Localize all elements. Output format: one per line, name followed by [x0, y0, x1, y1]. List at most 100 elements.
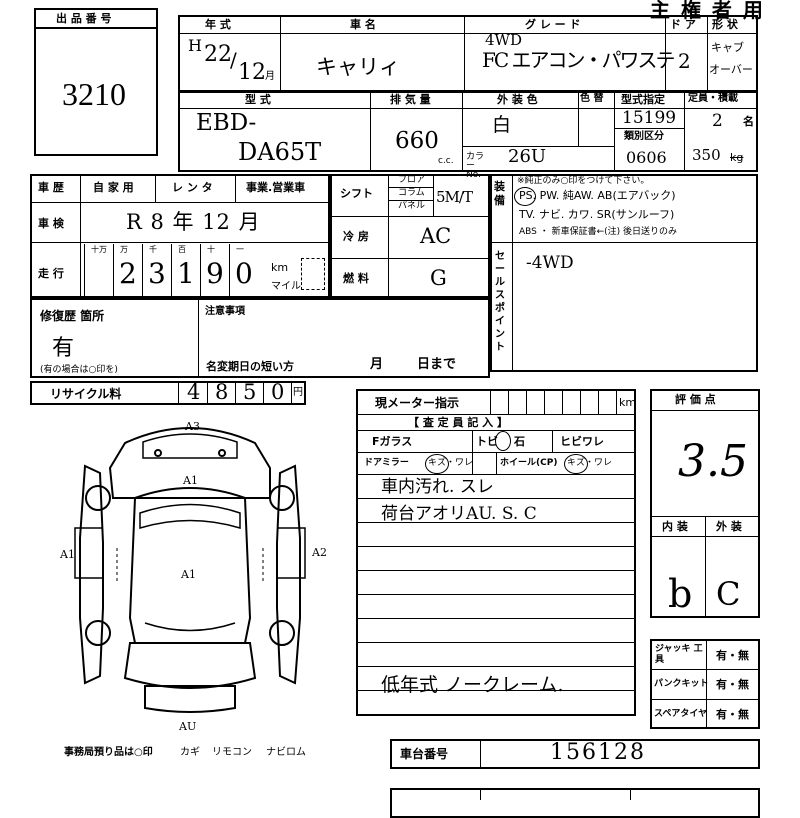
displacement-value: 660: [395, 128, 439, 154]
equipment-line2: TV. ナビ. カワ. SR(サンルーフ): [519, 208, 675, 221]
diagram-label-au: AU: [178, 720, 196, 733]
diagram-rear: [123, 642, 257, 689]
header-partial-text: ▔▔ ▔▔▔▔ ▔▔ ▔▔: [240, 0, 344, 7]
doors-value: 2: [678, 49, 691, 73]
color-change-label: 色 替: [580, 93, 604, 104]
year-prefix: H: [188, 36, 202, 55]
vehicle-row-1: [178, 15, 758, 93]
name-change-day: 日まで: [417, 357, 457, 372]
jack-value: 有・無: [716, 649, 749, 662]
equipment-line1: PS. PW. 純AW. AB(エアバック): [519, 189, 676, 202]
fuel-label: 燃 料: [343, 272, 369, 285]
year-value: 22: [204, 42, 232, 67]
inspector-line3: 低年式 ノークレーム.: [381, 674, 564, 696]
tobi-label: トビ: [476, 435, 498, 448]
shape-label: 形 状: [712, 18, 738, 31]
equipment-grid: [490, 174, 758, 372]
shift-label: シフト: [340, 187, 373, 200]
diagram-label-a3: A3: [184, 420, 200, 433]
shape-line1: キャブ: [711, 41, 744, 54]
mileage-digit: 3: [148, 257, 166, 290]
ishi-circle: [495, 431, 511, 451]
inspector-line1: 車内汚れ. スレ: [381, 477, 494, 497]
mileage-unit-label: 万: [120, 245, 128, 254]
equipment-label: 装 備: [494, 180, 505, 207]
office-item-remote: リモコン: [212, 747, 252, 758]
office-item-navi: ナビロム: [266, 747, 306, 758]
history-private: 自 家 用: [93, 181, 134, 194]
shape-line2: オーバー: [709, 63, 753, 76]
repair-note: (有の場合は○印を): [40, 365, 118, 375]
ps-circle: [514, 187, 536, 206]
recycle-grid: [30, 381, 306, 405]
mileage-digit: 0: [235, 257, 253, 290]
recycle-digit: 5: [243, 380, 257, 404]
km-unit: km: [271, 261, 289, 274]
bottom-partial-box: [390, 788, 760, 818]
hibi-label: ヒビワレ: [560, 435, 604, 448]
tools-grid: [650, 639, 760, 729]
recycle-digit-cell: 0: [264, 381, 292, 405]
aircon-value: AC: [420, 224, 452, 248]
repair-label: 修復歴 箇所: [40, 309, 105, 323]
ishi-label: 石: [514, 435, 525, 448]
grade-value: FC エアコン・パワステ: [482, 48, 676, 72]
history-rental: レ ン タ: [172, 181, 213, 194]
chassis-value: 156128: [550, 740, 646, 765]
diagram-label-a2: A2: [311, 546, 327, 559]
color-no-value: 26U: [508, 146, 547, 167]
diagram-label-a1-left: A1: [59, 548, 75, 561]
grade-top: 4WD: [485, 31, 522, 49]
doors-label: ド ア: [670, 18, 696, 31]
mile-checkbox[interactable]: [301, 258, 325, 290]
capacity-unit: 名: [743, 115, 754, 128]
interior-value: b: [668, 572, 693, 616]
lot-label: 出 品 番 号: [56, 12, 112, 25]
equipment-note: ※純正のみ○印をつけて下さい。: [517, 176, 650, 186]
history-business: 事業.営業車: [246, 181, 306, 194]
recycle-digit-cell: 5: [236, 381, 264, 405]
rating-value: 3.5: [678, 436, 748, 487]
inspector-grid: [356, 389, 636, 716]
mileage-cell: 十万: [84, 244, 113, 298]
history-label: 車 歴: [38, 181, 64, 194]
fuel-value: G: [430, 266, 447, 290]
mirror-opt: キズ・ワレ: [428, 458, 474, 468]
mileage-unit-label: 千: [149, 245, 157, 254]
shift-value: 5M/T: [436, 188, 473, 206]
sale-point-value: -4WD: [526, 253, 574, 273]
recycle-unit: 円: [293, 387, 303, 398]
mileage-unit-label: 百: [178, 245, 186, 254]
wheel-opt: キズ・ワレ: [567, 458, 613, 468]
category-label: 類別区分: [624, 131, 664, 142]
car-diagram: A3 A1 A1 A1 A2 AU: [59, 420, 327, 733]
model-spec-value: 15199: [622, 108, 677, 128]
sale-point-label: セールスポイント: [495, 251, 505, 353]
spare-value: 有・無: [716, 708, 749, 721]
color-label: 外 装 色: [497, 93, 538, 106]
displacement-label: 排 気 量: [390, 93, 431, 106]
diagram-right-side: [276, 464, 301, 685]
exterior-value: C: [716, 575, 741, 613]
exterior-label: 外 装: [716, 520, 742, 533]
rating-label: 評 価 点: [675, 393, 716, 406]
mileage-digit: 2: [119, 257, 137, 290]
notes-label: 注意事項: [205, 306, 245, 317]
jack-label: ジャッキ 工具: [655, 644, 703, 665]
punk-value: 有・無: [716, 678, 749, 691]
mileage-digit: 9: [206, 257, 224, 290]
inspector-title: 【 査 定 員 記 入 】: [408, 416, 508, 429]
mirror-circle: [425, 454, 449, 474]
vehicle-name: キャリィ: [316, 55, 400, 79]
meter-label: 現メーター指示: [375, 396, 460, 410]
recycle-label: リサイクル料: [50, 387, 122, 401]
diagram-label-a1-front: A1: [182, 474, 198, 487]
mileage-unit-label: 一: [236, 245, 244, 254]
cc-unit: c.c.: [438, 156, 454, 166]
load-value: 350: [692, 146, 721, 164]
